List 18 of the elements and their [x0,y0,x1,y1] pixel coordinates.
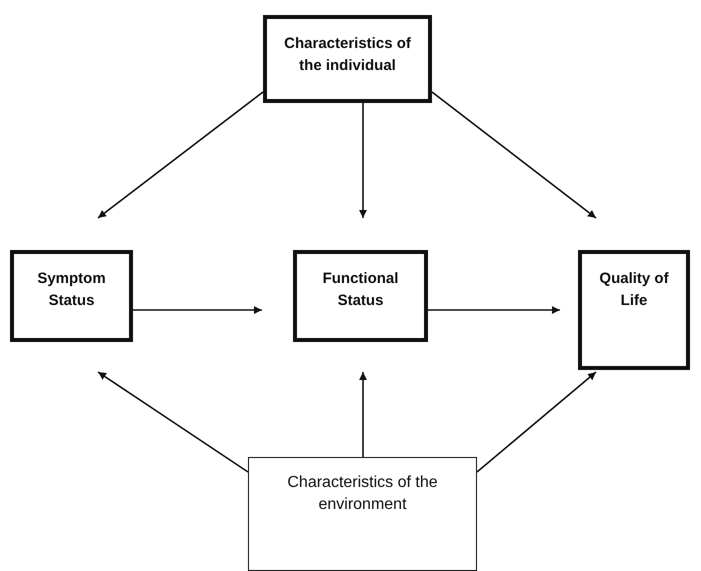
box-label: Functional Status [322,269,400,311]
concept-box [248,457,477,571]
box-label: Quality of Life [598,269,670,311]
box-label: Characteristics of the environment [286,473,439,515]
box-label: Symptom Status [36,269,107,311]
box-label: Characteristics of the individual [283,34,412,76]
arrow [98,371,248,473]
concept-box [578,250,690,370]
arrow [432,91,596,219]
concept-box [263,15,432,103]
arrow [357,103,369,218]
arrow [476,371,597,473]
concept-box [10,250,133,342]
concept-box [293,250,428,342]
arrow [98,91,264,219]
arrow [357,372,369,457]
arrow [428,304,560,316]
arrow [133,304,262,316]
